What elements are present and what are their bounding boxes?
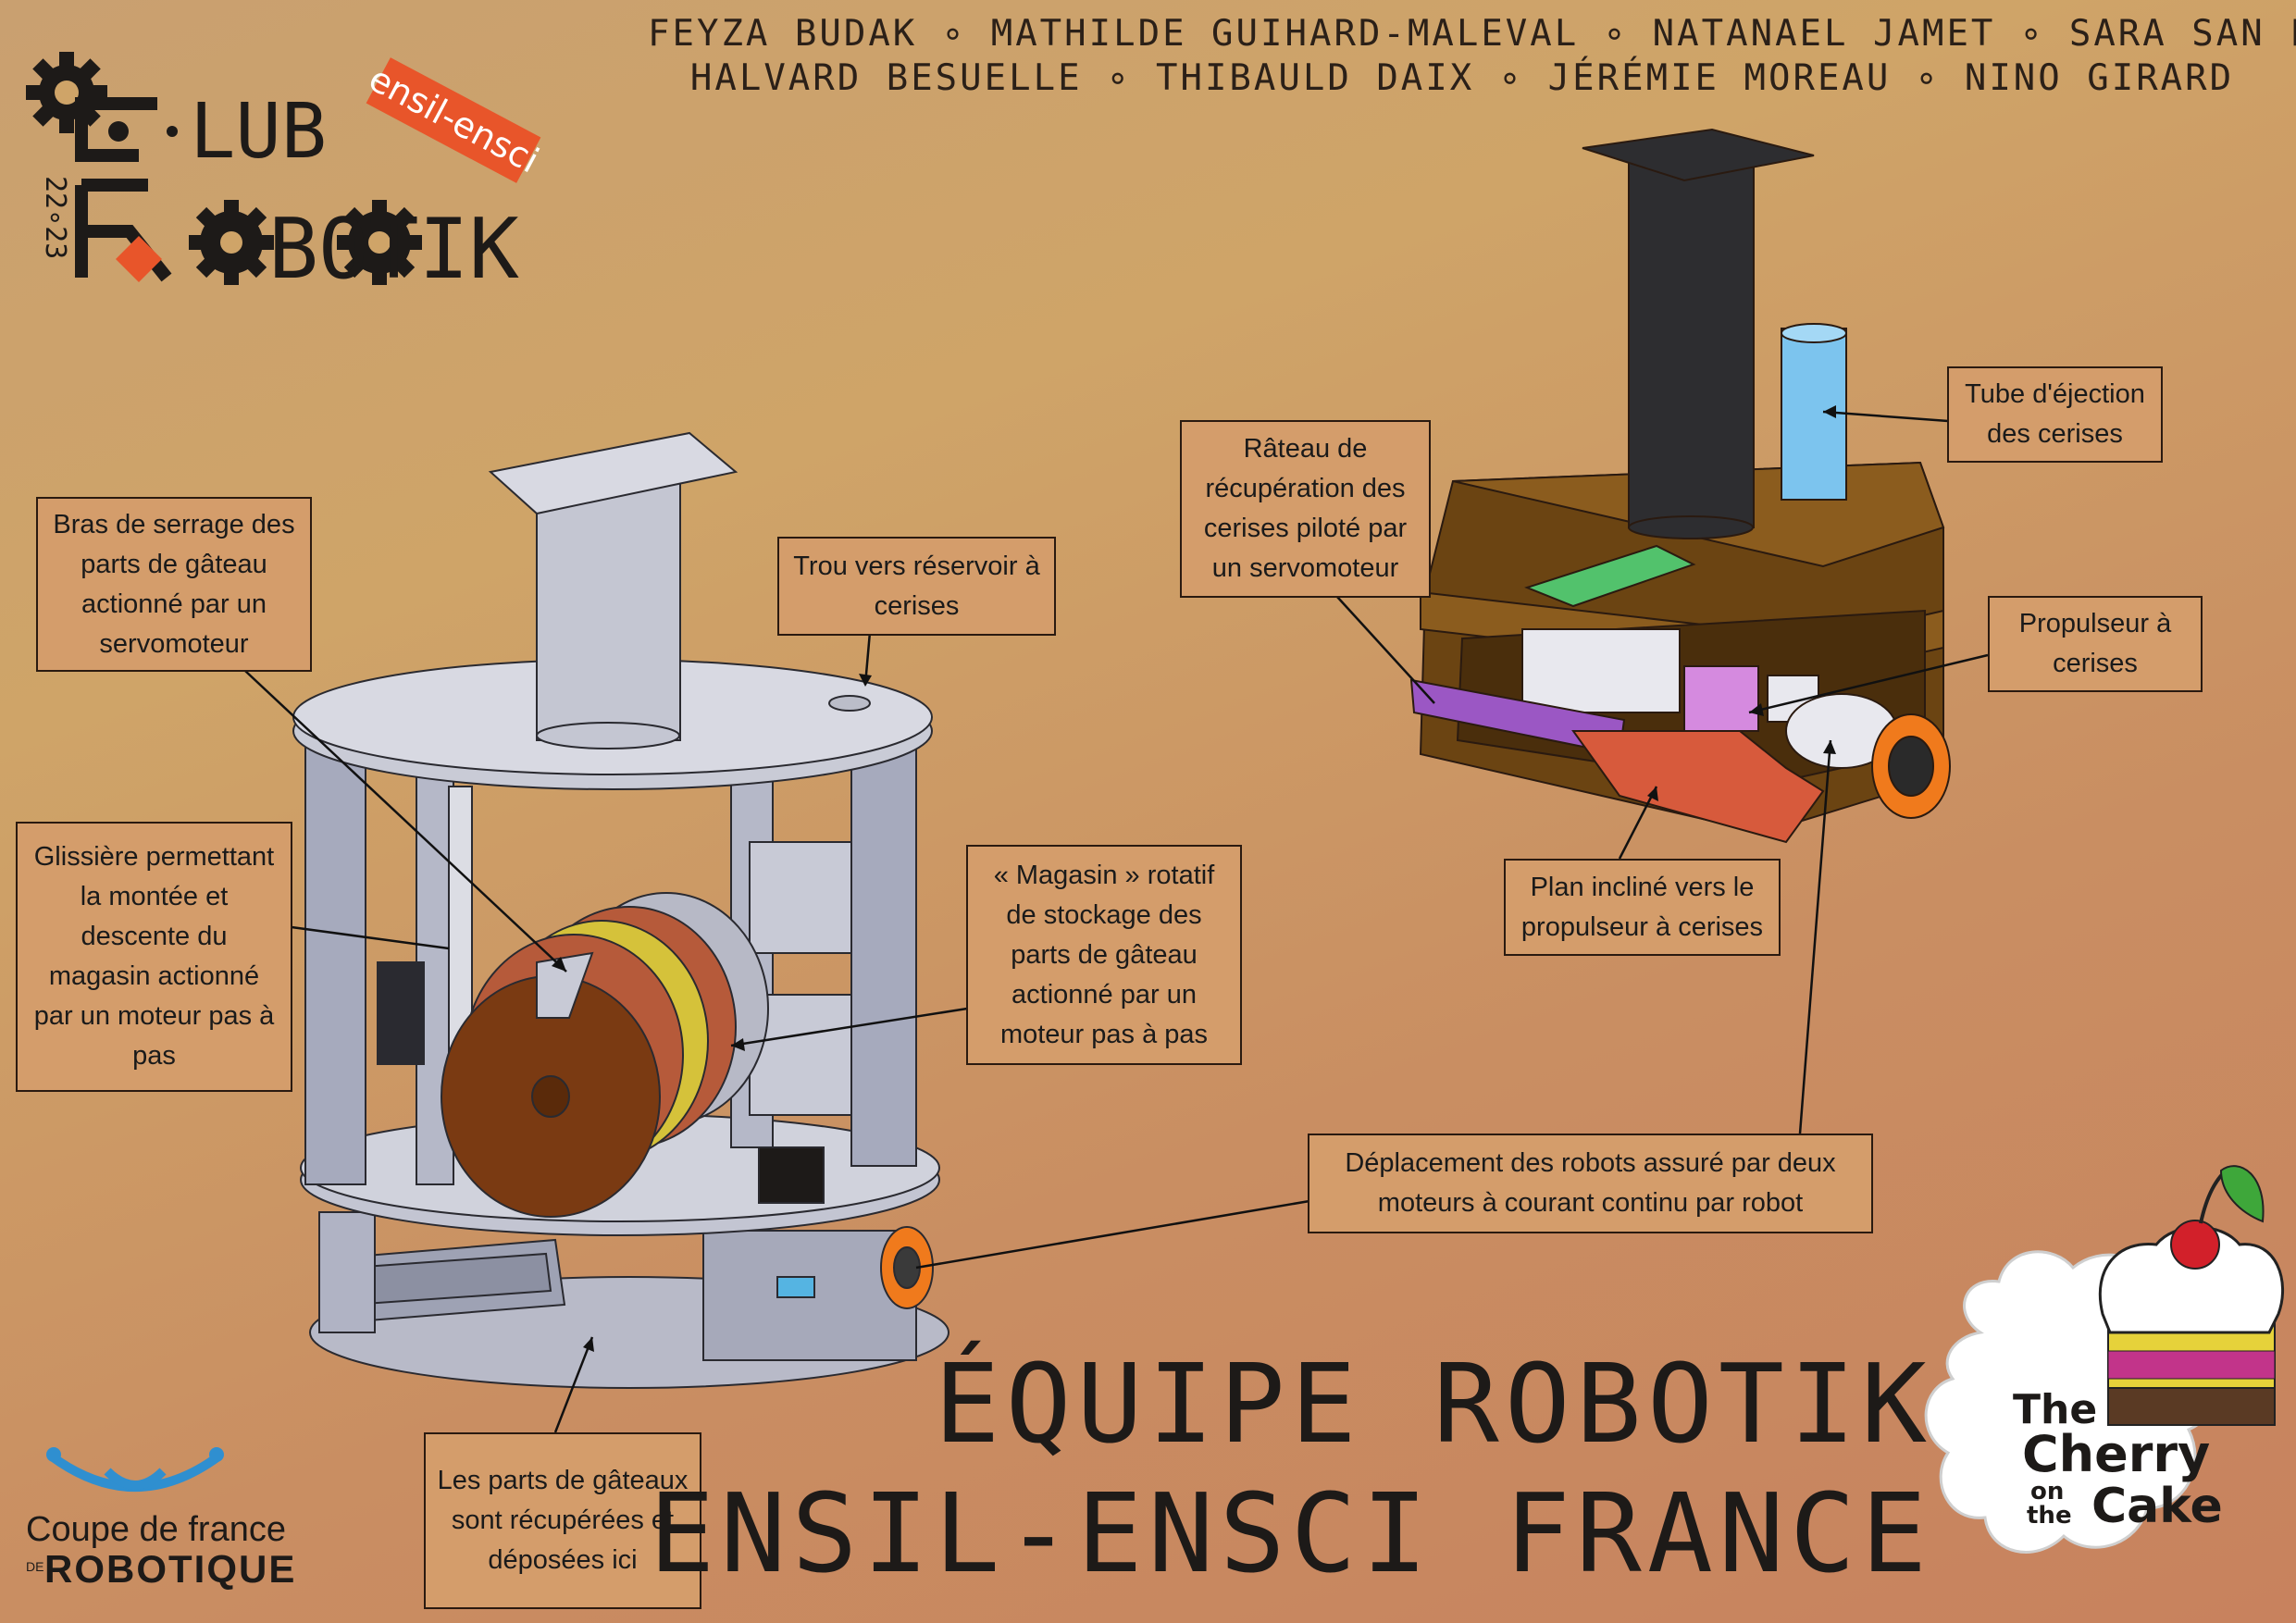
callout-magasin: « Magasin » rotatif de stockage des part…	[966, 845, 1242, 1065]
left-robot	[292, 431, 949, 1389]
cake-cake: Cake	[2091, 1479, 2223, 1534]
title-line2: ENSIL-ENSCI FRANCE	[649, 1469, 1932, 1597]
cake-the: The	[2013, 1386, 2097, 1433]
cake-cherry: Cherry	[2022, 1425, 2210, 1483]
right-robot	[1409, 128, 1951, 844]
callout-propulseur: Propulseur à cerises	[1988, 596, 2203, 692]
magasin-disc	[441, 892, 769, 1218]
callout-glissiere: Glissière permettant la montée et descen…	[16, 822, 292, 1092]
club-word2: BOTIK	[268, 201, 519, 298]
cdf-line1: Coupe de france	[26, 1510, 286, 1549]
cdf-line2: ROBOTIQUE	[44, 1547, 297, 1591]
callout-rateau: Râteau de récupération des cerises pilot…	[1180, 420, 1431, 598]
callout-trou-reservoir: Trou vers réservoir à cerises	[777, 537, 1056, 636]
leader-arrowheads	[552, 405, 1836, 1352]
badge-label: ensil-ensci	[362, 58, 545, 181]
cdf-prefix: DE	[26, 1559, 44, 1574]
robot-face-icon	[46, 1447, 224, 1492]
callout-parts-gateaux: Les parts de gâteaux sont récupérées et …	[424, 1432, 701, 1609]
gear-icon	[189, 200, 274, 285]
cherry-on-the-cake-logo: The Cherry on the Cake	[1924, 1165, 2285, 1554]
gear-icon	[337, 200, 422, 285]
title-line1: ÉQUIPE ROBOTIK	[934, 1340, 1932, 1468]
callout-plan-incline: Plan incliné vers le propulseur à cerise…	[1504, 859, 1781, 956]
callout-bras-serrage: Bras de serrage des parts de gâteau acti…	[36, 497, 312, 672]
cake-on: on	[2030, 1478, 2064, 1505]
club-robotik-logo: LUB	[26, 52, 545, 298]
club-word1: LUB	[190, 88, 327, 176]
team-names-line1: FEYZA BUDAK ∘ MATHILDE GUIHARD-MALEVAL ∘…	[648, 13, 2296, 55]
ensil-ensci-badge: ensil-ensci	[362, 57, 545, 183]
coupe-de-france-logo: Coupe de france DE ROBOTIQUE	[26, 1443, 359, 1601]
cake-the2: the	[2027, 1502, 2072, 1530]
club-year: 22∘23	[39, 176, 71, 259]
team-names-line2: HALVARD BESUELLE ∘ THIBAULD DAIX ∘ JÉRÉM…	[689, 57, 2235, 99]
callout-tube-ejection: Tube d'éjection des cerises	[1947, 366, 2163, 463]
gear-icon	[26, 52, 107, 133]
leader-lines	[244, 410, 1989, 1433]
callout-deplacement: Déplacement des robots assuré par deux m…	[1308, 1134, 1873, 1233]
